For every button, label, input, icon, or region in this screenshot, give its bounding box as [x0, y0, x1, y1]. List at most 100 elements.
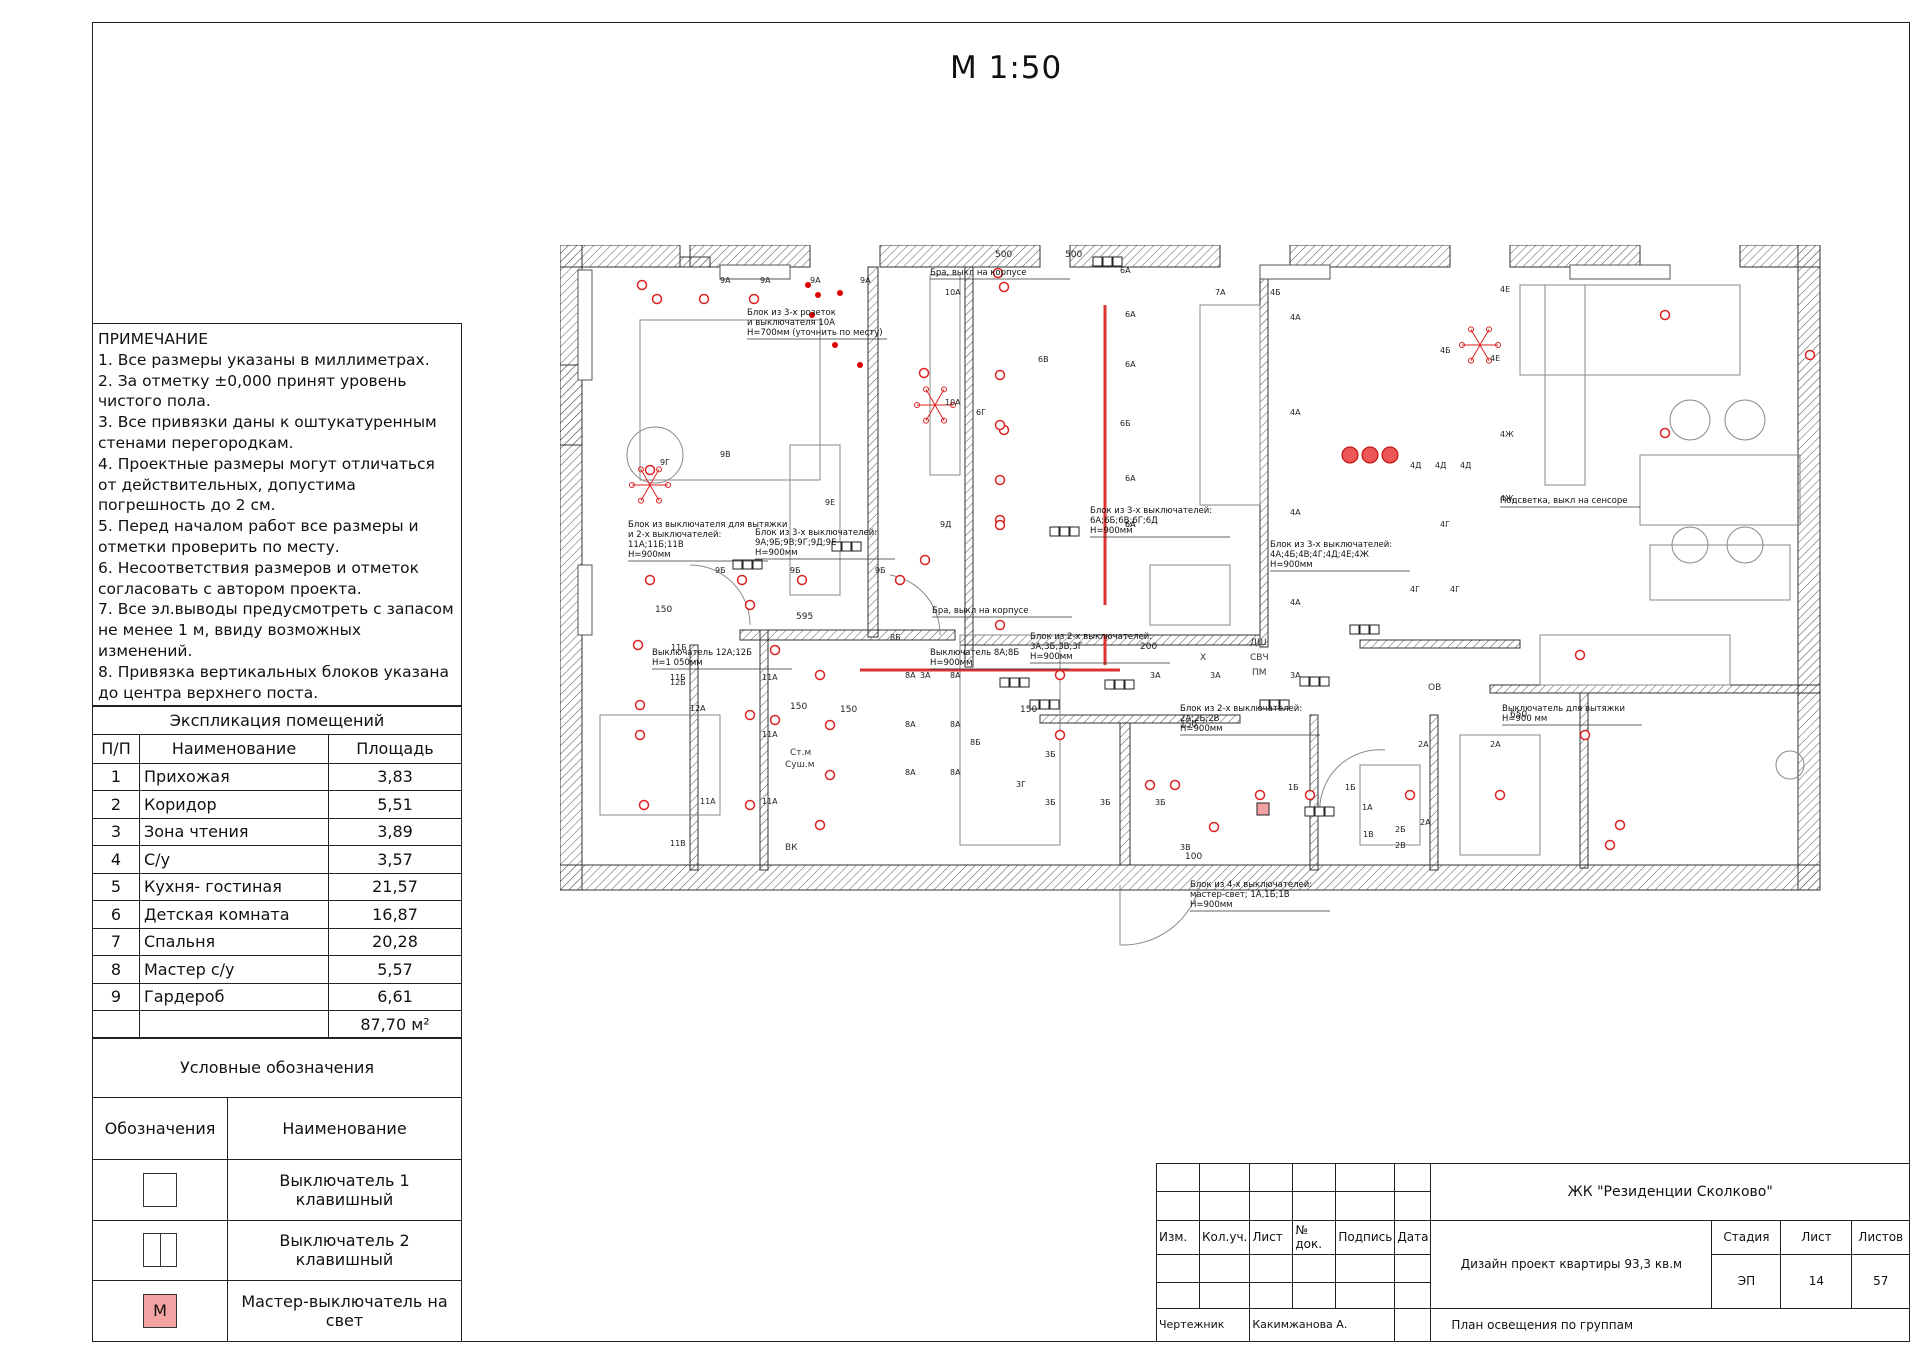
rooms-cell: 7 [92, 927, 140, 956]
circuit-label: 3Б [1045, 750, 1056, 759]
callout-text: Н=900мм [1190, 900, 1233, 910]
circuit-label: 6А [1125, 520, 1136, 529]
appliance-label: СВЧ [1250, 653, 1269, 663]
dimension-label: 150 [790, 702, 807, 712]
circuit-label: 10А [945, 288, 961, 297]
tb-header: Лист [1249, 1219, 1294, 1255]
circuit-label: 1Б [1288, 783, 1299, 792]
light-fixture-icon [736, 574, 748, 586]
switch-1-icon [143, 1172, 177, 1207]
circuit-label: 4Е [1490, 354, 1500, 363]
drawing-sheet-frame [92, 22, 1910, 1342]
circuit-label: 8А [950, 720, 961, 729]
light-fixture-icon [769, 714, 781, 726]
switch-block-icon [1324, 806, 1335, 817]
plan-wiring [860, 305, 1120, 672]
light-fixture-icon [644, 464, 656, 476]
light-fixture-icon [1169, 779, 1181, 791]
rooms-cell: 5,51 [328, 790, 462, 819]
circuit-label: 4Д [1460, 461, 1471, 470]
light-fixture-icon [814, 819, 826, 831]
rooms-cell: 5,57 [328, 955, 462, 984]
circuit-label: 4Ж [1500, 494, 1514, 503]
switch-block-icon [1069, 526, 1080, 537]
legend-label: Мастер-выключатель на свет [227, 1280, 462, 1342]
drawing-name: План освещения по группам [1430, 1307, 1910, 1343]
switch-block-icon [1049, 526, 1060, 537]
circuit-label: 9А [720, 276, 731, 285]
partition-wall [1579, 692, 1589, 869]
light-fixture-icon [1054, 669, 1066, 681]
chandelier-bulb [923, 386, 929, 393]
note-item: 4. Проектные размеры могут отличаться от… [98, 454, 435, 515]
dimension-label: 500 [995, 250, 1012, 260]
chandelier-bulb [1486, 357, 1492, 364]
drafter-role: Чертежник [1155, 1307, 1251, 1343]
furniture [1649, 544, 1791, 601]
sheets-value: 57 [1851, 1253, 1910, 1309]
legend-symbol: M [92, 1280, 228, 1342]
furniture [1199, 304, 1261, 506]
circuit-label: 4Б [1270, 288, 1281, 297]
furniture-round [1669, 399, 1711, 441]
callout-text: Подсветка, выкл на сенсоре [1500, 496, 1628, 506]
circuit-label: 6Г [976, 408, 986, 417]
dimension-label: 150 [1020, 705, 1037, 715]
circuit-label: 9Е [825, 498, 835, 507]
circuit-label: 3А [1290, 671, 1301, 680]
circuit-label: 6А [1125, 474, 1136, 483]
chandelier-bulb [1468, 326, 1474, 333]
switch-block-icon [1049, 699, 1060, 710]
circuit-label: 3Г [1016, 780, 1026, 789]
circuit-label: 6А [1125, 360, 1136, 369]
light-fixture-icon [814, 669, 826, 681]
callout-text: и выключателя 10А [747, 318, 835, 328]
light-fixture-icon [634, 699, 646, 711]
chandelier-bulb [629, 482, 635, 488]
radiator [577, 269, 593, 381]
rooms-total: 87,70 м² [328, 1010, 462, 1039]
circuit-label: 8А [905, 768, 916, 777]
callout-text: и 2-х выключателей: [628, 530, 721, 540]
switch-block-icon [1314, 806, 1325, 817]
wall-segment [1289, 245, 1451, 268]
switch-block-icon [1102, 256, 1113, 267]
chandelier-bulb [1459, 342, 1465, 348]
callout-text: 2А;2Б;2В [1180, 714, 1220, 724]
project-description: Дизайн проект квартиры 93,3 кв.м [1430, 1219, 1713, 1309]
callout-text: Н=900мм [1180, 724, 1223, 734]
sheet-value: 14 [1780, 1253, 1853, 1309]
light-fixture-icon [748, 293, 760, 305]
project-name: ЖК "Резиденции Сколково" [1430, 1163, 1910, 1221]
switch-block-icon [851, 541, 862, 552]
switch-block-icon [1359, 624, 1370, 635]
rooms-cell: 3,57 [328, 845, 462, 874]
note-item: 3. Все привязки даны к оштукатуренным ст… [98, 413, 437, 452]
rooms-cell: 6 [92, 900, 140, 929]
circuit-label: 4А [1290, 408, 1301, 417]
circuit-label: 9Б [715, 566, 726, 575]
title-block: ЖК "Резиденции Сколково" Изм. Кол.уч. Ли… [1155, 1162, 1910, 1343]
light-fixture-icon [994, 619, 1006, 631]
callout-text: Блок из 3-х розеток [747, 308, 836, 318]
light-fixture-icon [1144, 779, 1156, 791]
light-fixture-icon [744, 599, 756, 611]
wall-segment [560, 364, 583, 446]
rooms-cell: 16,87 [328, 900, 462, 929]
legend-title: Условные обозначения [92, 1037, 462, 1098]
door-swing [689, 564, 751, 626]
light-fixture-icon [1804, 349, 1816, 361]
circuit-label: 8А [950, 671, 961, 680]
chandelier-bulb [923, 417, 929, 424]
dimension-label: 150 [840, 705, 857, 715]
rooms-total-empty [139, 1010, 329, 1039]
circuit-label: 3Б [1045, 798, 1056, 807]
callout-text: Н=900мм [755, 548, 798, 558]
circuit-label: 2В [1395, 841, 1406, 850]
wall-segment [689, 245, 811, 268]
spot-light-icon [857, 362, 863, 368]
rooms-cell: Зона чтения [139, 817, 329, 846]
circuit-label: 4Г [1410, 585, 1420, 594]
callout-text: Н=900мм [628, 550, 671, 560]
